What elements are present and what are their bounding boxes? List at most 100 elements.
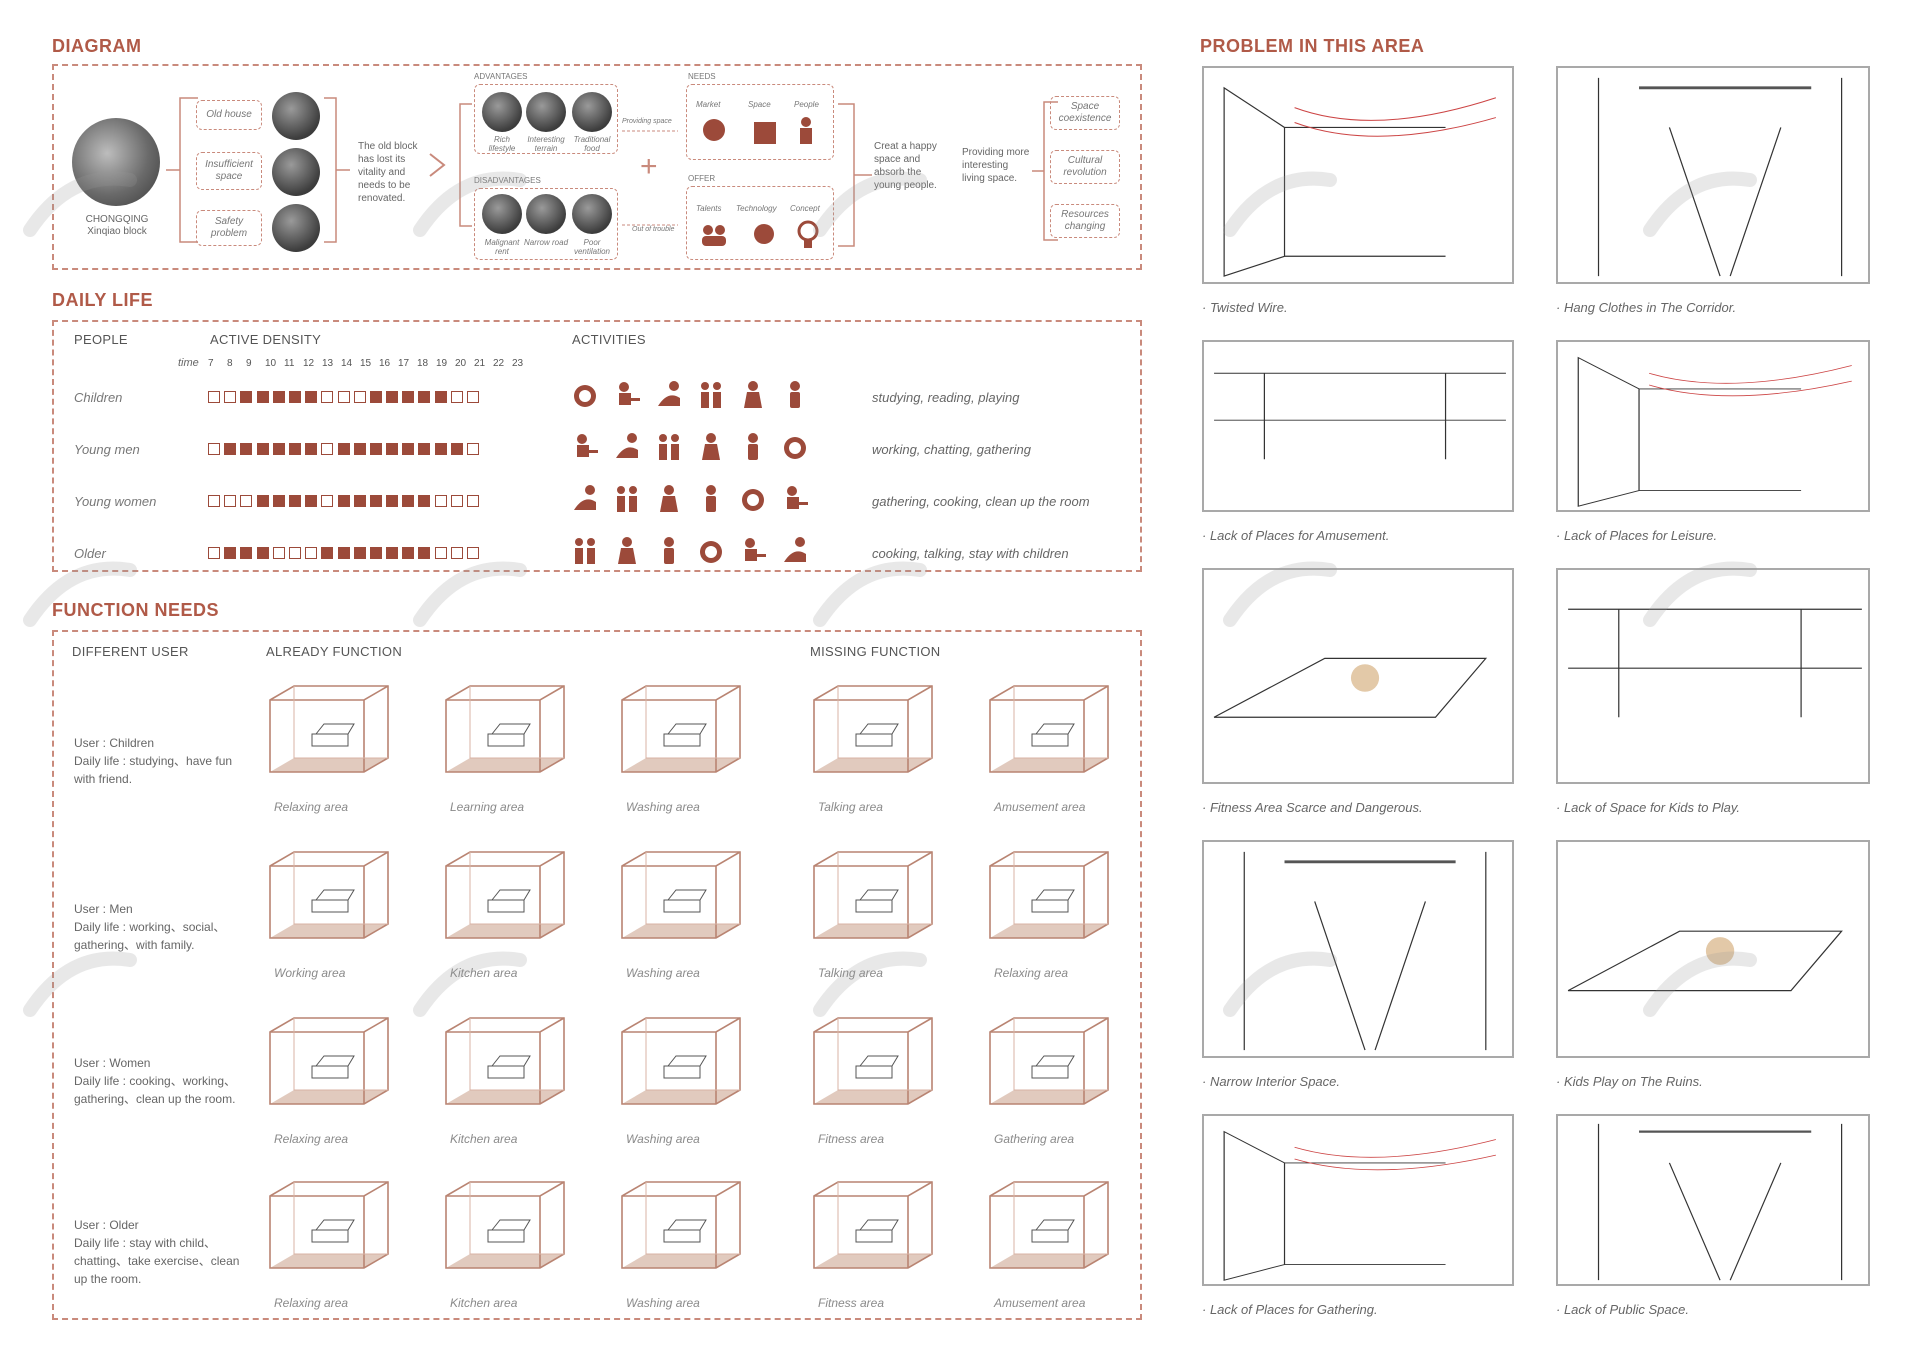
- density-cell: [224, 547, 237, 559]
- issue-old-house: Old house: [196, 100, 262, 130]
- density-cell: [418, 547, 431, 559]
- problem-sketch: [1556, 840, 1870, 1058]
- activity-person-icon: [701, 382, 721, 408]
- activities-text: studying, reading, playing: [872, 390, 1020, 405]
- activity-person-icon: [748, 433, 758, 460]
- activity-person-icon: [784, 537, 806, 562]
- density-cell: [386, 495, 399, 507]
- hour-tick: 21: [474, 358, 486, 369]
- disadv-label-2: Narrow road: [524, 238, 569, 247]
- density-cell: [369, 443, 382, 455]
- disadv-label-3: Poor ventilation: [573, 238, 611, 256]
- activity-person-icon: [784, 437, 806, 459]
- user-daily-life: Daily life : studying、have fun with frie…: [74, 754, 233, 786]
- providing-space-label: Providing space: [622, 118, 672, 125]
- already-col-header: ALREADY FUNCTION: [266, 644, 403, 659]
- problem-sketch: [1202, 568, 1514, 784]
- room-area-label: Fitness area: [818, 1132, 885, 1146]
- offer-box: [686, 186, 834, 260]
- density-cell: [434, 391, 447, 403]
- density-cell: [337, 391, 350, 403]
- activity-icons: [570, 432, 810, 464]
- density-cell: [288, 547, 301, 559]
- density-cell: [288, 391, 301, 403]
- offer-icons: [702, 220, 819, 248]
- activity-person-icon: [702, 433, 720, 460]
- density-cell: [208, 443, 220, 455]
- outcome-cultural: Cultural revolution: [1050, 150, 1120, 184]
- user-daily-life: Daily life : working、social、gathering、wi…: [74, 920, 226, 952]
- activity-person-icon: [616, 433, 638, 458]
- problem-caption: · Lack of Places for Leisure.: [1556, 528, 1718, 543]
- density-row: [208, 443, 479, 455]
- density-cell: [467, 391, 479, 403]
- density-cell: [272, 391, 285, 403]
- problem-sketch: [1556, 340, 1870, 512]
- density-cell: [321, 391, 334, 403]
- daily-life-frame: [52, 320, 1142, 572]
- activities-header: ACTIVITIES: [572, 332, 646, 347]
- disadv-photo-3: [572, 194, 612, 234]
- hour-tick: 17: [398, 358, 410, 369]
- activity-person-icon: [619, 382, 640, 405]
- density-cell: [337, 495, 350, 507]
- room-box-illustration: [984, 1012, 1114, 1122]
- density-cell: [256, 547, 269, 559]
- room-area-label: Talking area: [818, 966, 883, 980]
- activity-person-icon: [575, 538, 595, 564]
- problem-sketch: [1556, 1114, 1870, 1286]
- outcome-resources: Resources changing: [1050, 204, 1120, 238]
- room-area-label: Washing area: [626, 1132, 700, 1146]
- advantages-label: ADVANTAGES: [474, 72, 528, 81]
- density-cell: [402, 443, 415, 455]
- hour-tick: 14: [341, 358, 353, 369]
- room-box-illustration: [440, 680, 570, 790]
- density-cell: [353, 391, 366, 403]
- problem-sketch: [1556, 568, 1870, 784]
- problem-sketch: [1202, 1114, 1514, 1286]
- user-col-header: DIFFERENT USER: [72, 644, 189, 659]
- adv-label-2: Interesting terrain: [527, 135, 565, 153]
- room-area-label: Kitchen area: [450, 966, 518, 980]
- activity-person-icon: [577, 434, 598, 457]
- arrow-trouble: [622, 224, 678, 226]
- adv-label-1: Rich lifestyle: [488, 135, 516, 153]
- density-cell: [305, 443, 318, 455]
- room-area-label: Gathering area: [994, 1132, 1075, 1146]
- activities-text: gathering, cooking, clean up the room: [872, 494, 1090, 509]
- density-cell: [321, 495, 334, 507]
- density-cell: [434, 547, 447, 559]
- hour-tick: 11: [284, 358, 295, 369]
- density-cell: [386, 443, 399, 455]
- density-cell: [450, 391, 463, 403]
- chevron-right-icon: [429, 153, 446, 177]
- room-box-illustration: [264, 846, 394, 956]
- function-needs-title: FUNCTION NEEDS: [52, 600, 220, 620]
- density-cell: [353, 495, 366, 507]
- problem-sketch: [1202, 340, 1514, 512]
- density-cell: [224, 443, 237, 455]
- problem-sketch: [1202, 66, 1514, 284]
- user-label: User : Children: [74, 736, 155, 750]
- density-cell: [224, 391, 237, 403]
- room-area-label: Kitchen area: [450, 1132, 518, 1146]
- density-cell: [321, 443, 334, 455]
- need-market: Market: [696, 100, 721, 109]
- density-row: [208, 495, 479, 507]
- density-cell: [434, 495, 447, 507]
- density-cell: [418, 391, 431, 403]
- density-cell: [450, 443, 463, 455]
- room-area-label: Relaxing area: [274, 1296, 349, 1310]
- activity-person-icon: [744, 381, 762, 408]
- people-header: PEOPLE: [74, 332, 128, 347]
- density-cell: [467, 547, 479, 559]
- room-area-label: Washing area: [626, 966, 700, 980]
- adv-label-3: Traditional food: [573, 135, 611, 153]
- density-cell: [288, 495, 301, 507]
- providing-text: Providing more interesting living space.: [962, 147, 1030, 184]
- room-box-illustration: [984, 680, 1114, 790]
- room-box-illustration: [808, 846, 938, 956]
- density-cell: [288, 443, 301, 455]
- adv-photo-1: [482, 92, 522, 132]
- hour-tick: 16: [379, 358, 391, 369]
